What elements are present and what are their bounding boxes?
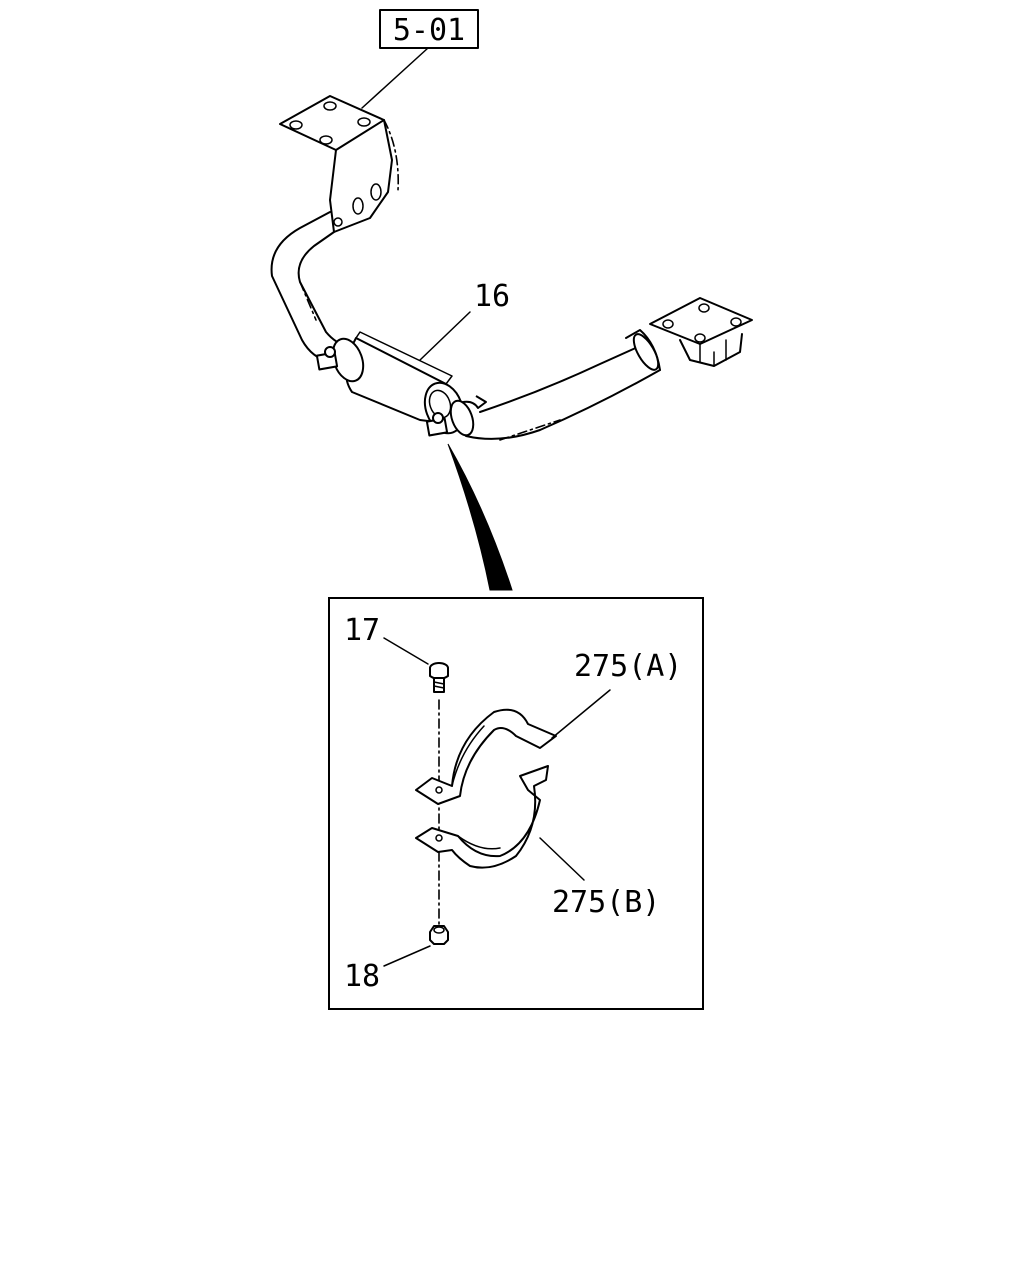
callout-275b-leader [539,837,585,881]
callout-18[interactable]: 18 [344,959,380,994]
reference-leader-line [361,47,429,109]
right-bracket [649,297,753,367]
reference-label: 5-01 [393,13,465,48]
clamp-lower-half[interactable] [415,765,549,869]
nut[interactable] [429,925,449,945]
callout-275a-leader [551,689,611,739]
bolt[interactable] [429,662,449,693]
right-pipe [465,329,661,441]
left-pipe [270,211,349,363]
clamp-upper-half[interactable] [415,708,557,805]
muffler[interactable] [315,331,487,439]
callout-17[interactable]: 17 [344,613,380,648]
callout-17-leader [383,637,429,665]
upper-left-bracket [279,95,400,233]
callout-16[interactable]: 16 [474,279,510,314]
detail-pointer [447,443,513,591]
callout-18-leader [383,945,431,967]
callout-275b[interactable]: 275(B) [552,885,660,920]
detail-frame [328,597,704,1010]
reference-box[interactable]: 5-01 [379,9,479,49]
callout-16-leader [419,311,471,361]
callout-275a[interactable]: 275(A) [574,649,682,684]
